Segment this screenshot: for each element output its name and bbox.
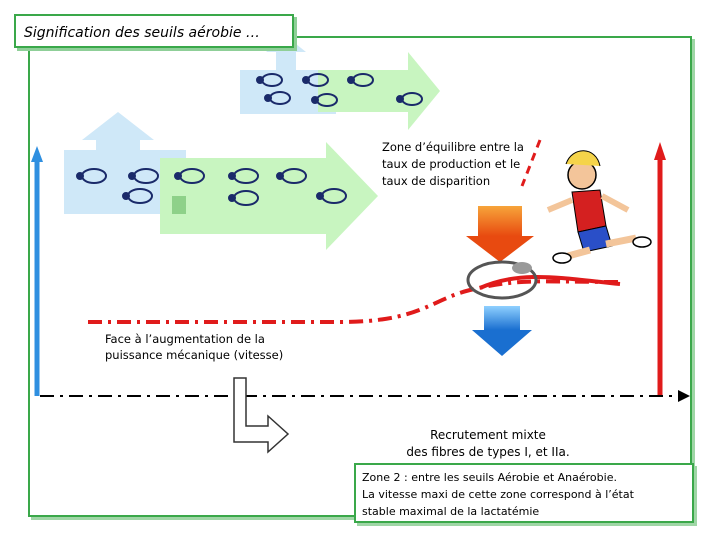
recrutement-line: des fibres de types I, et IIa. — [406, 445, 570, 459]
zone-equilibre-line: taux de disparition — [382, 174, 491, 188]
face-augmentation-line: puissance mécanique (vitesse) — [105, 348, 284, 362]
equilibrium-ring — [466, 260, 538, 300]
main-frame — [28, 36, 692, 517]
baseline-dashdot — [40, 390, 690, 402]
molecule-icons-middle — [76, 168, 347, 206]
orange-down-arrow — [466, 206, 534, 262]
bent-outline-arrow — [233, 377, 290, 454]
zone2-line: Zone 2 : entre les seuils Aérobie et Ana… — [362, 471, 617, 484]
zone2-line: La vitesse maxi de cette zone correspond… — [362, 488, 634, 501]
zone2-line: stable maximal de la lactatémie — [362, 505, 540, 518]
molecule-icons-top — [256, 73, 423, 107]
left-blue-axis — [31, 146, 43, 396]
green-right-arrow-large — [160, 142, 378, 250]
blue-down-arrow — [472, 306, 532, 356]
zone-equilibre-text: Zone d’équilibre entre la taux de produc… — [382, 139, 552, 190]
zone-equilibre-line: taux de production et le — [382, 157, 521, 171]
runner-illustration — [546, 150, 652, 264]
slide-title: Signification des seuils aérobie … — [14, 14, 294, 48]
recrutement-text: Recrutement mixte des fibres de types I,… — [378, 427, 598, 461]
zone-equilibre-line: Zone d’équilibre entre la — [382, 140, 524, 154]
zone2-textbox: Zone 2 : entre les seuils Aérobie et Ana… — [354, 463, 694, 523]
face-augmentation-line: Face à l’augmentation de la — [105, 332, 265, 346]
face-augmentation-label: Face à l’augmentation de la puissance mé… — [100, 330, 292, 366]
right-red-axis — [654, 142, 666, 396]
red-intensity-curve — [88, 274, 621, 324]
recrutement-line: Recrutement mixte — [430, 428, 546, 442]
green-right-arrow-top — [318, 52, 440, 130]
